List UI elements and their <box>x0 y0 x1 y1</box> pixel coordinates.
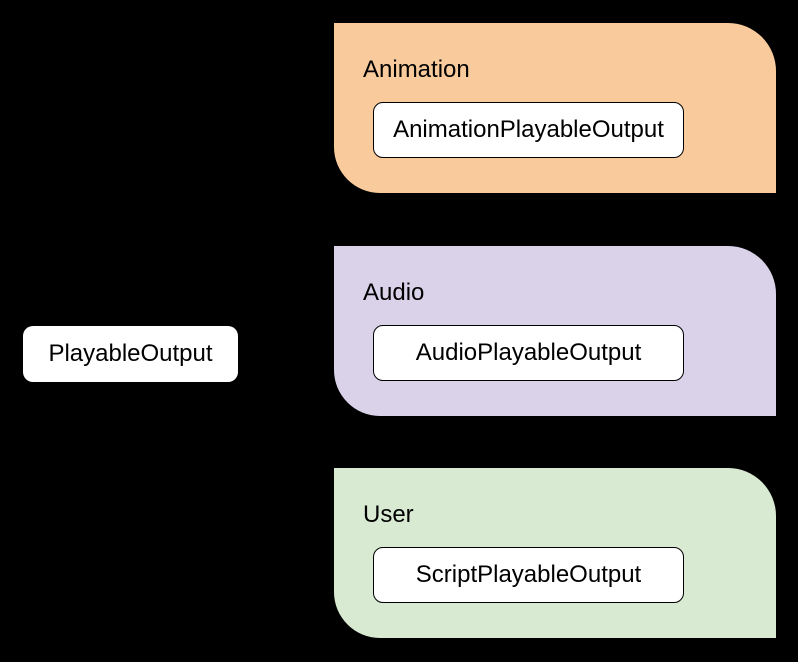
node-audio-playable-output-label: AudioPlayableOutput <box>415 339 642 366</box>
node-playable-output: PlayableOutput <box>23 326 238 382</box>
node-script-playable-output: ScriptPlayableOutput <box>373 547 684 603</box>
node-animation-playable-output: AnimationPlayableOutput <box>373 102 684 158</box>
group-audio: Audio AudioPlayableOutput <box>334 246 776 416</box>
group-user-label: User <box>363 501 414 528</box>
group-animation-label: Animation <box>363 56 470 83</box>
node-script-playable-output-label: ScriptPlayableOutput <box>415 561 642 588</box>
group-animation: Animation AnimationPlayableOutput <box>334 23 776 193</box>
node-playable-output-label: PlayableOutput <box>48 340 213 367</box>
group-user: User ScriptPlayableOutput <box>334 468 776 638</box>
group-audio-label: Audio <box>363 279 425 306</box>
node-animation-playable-output-label: AnimationPlayableOutput <box>393 116 664 143</box>
node-audio-playable-output: AudioPlayableOutput <box>373 325 684 381</box>
